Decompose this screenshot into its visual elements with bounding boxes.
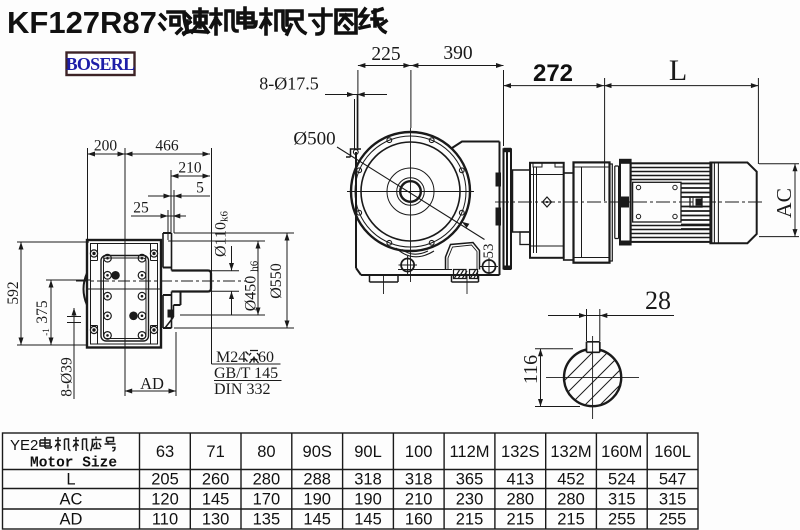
svg-text:170: 170 [253,491,281,509]
svg-text:60: 60 [258,349,274,366]
svg-text:112M: 112M [449,443,489,461]
svg-text:63: 63 [156,443,174,461]
svg-text:255: 255 [608,511,636,529]
svg-text:260: 260 [202,471,230,489]
svg-text:8-Ø17.5: 8-Ø17.5 [259,74,319,94]
svg-text:210: 210 [405,491,433,509]
svg-text:90S: 90S [303,443,332,461]
svg-text:53: 53 [481,244,497,259]
svg-text:205: 205 [151,471,179,489]
svg-text:315: 315 [608,491,636,509]
svg-text:135: 135 [253,511,281,529]
svg-text:190: 190 [354,491,382,509]
svg-text:160: 160 [405,511,433,529]
svg-text:BOSERL: BOSERL [66,54,136,74]
svg-text:280: 280 [253,471,281,489]
svg-text:80: 80 [257,443,275,461]
svg-text:200: 200 [94,138,118,155]
svg-text:190: 190 [303,491,331,509]
svg-text:132S: 132S [501,443,540,461]
svg-text:AC: AC [60,491,83,509]
svg-text:288: 288 [303,471,331,489]
svg-text:280: 280 [557,491,585,509]
svg-text:365: 365 [456,471,484,489]
svg-text:25: 25 [133,200,149,217]
svg-text:Motor Size: Motor Size [30,456,117,472]
svg-text:L: L [669,54,687,87]
svg-text:Ø110k6: Ø110k6 [213,211,231,257]
svg-text:Ø500: Ø500 [293,129,335,150]
svg-text:8-Ø39: 8-Ø39 [59,357,76,397]
svg-text:AC: AC [772,188,796,218]
svg-text:390: 390 [443,43,472,64]
svg-text:KF127R87: KF127R87 [7,5,157,40]
svg-text:71: 71 [206,443,224,461]
svg-text:592: 592 [5,281,22,304]
svg-text:132M: 132M [550,443,591,461]
svg-text:28: 28 [645,286,671,315]
svg-text:130: 130 [202,511,230,529]
svg-text:90L: 90L [354,443,382,461]
svg-text:120: 120 [151,491,179,509]
svg-text:375: 375 [34,300,51,324]
svg-text:230: 230 [456,491,484,509]
svg-text:Ø550: Ø550 [268,263,285,299]
svg-text:160L: 160L [654,443,691,461]
svg-text:110: 110 [152,511,178,529]
svg-text:145: 145 [202,491,230,509]
svg-text:M24: M24 [216,349,246,366]
svg-text:100: 100 [405,443,433,461]
svg-text:524: 524 [608,471,636,489]
svg-text:225: 225 [371,44,400,65]
svg-text:210: 210 [178,160,202,177]
svg-text:DIN 332: DIN 332 [214,381,270,398]
svg-text:315: 315 [659,491,687,509]
svg-text:145: 145 [354,511,382,529]
svg-text:272: 272 [533,60,573,87]
svg-text:215: 215 [507,511,535,529]
svg-text:5: 5 [196,180,204,197]
svg-text:YE2: YE2 [10,437,38,454]
svg-text:L: L [66,471,75,489]
svg-text:318: 318 [405,471,433,489]
svg-text:413: 413 [507,471,535,489]
svg-text:145: 145 [303,511,331,529]
svg-text:280: 280 [507,491,535,509]
svg-text:GB/T 145: GB/T 145 [214,365,278,382]
svg-text:-1: -1 [41,328,51,336]
svg-text:AD: AD [60,511,83,529]
svg-text:AD: AD [140,374,164,393]
svg-text:547: 547 [659,471,687,489]
svg-text:Ø450 h6: Ø450 h6 [243,260,261,311]
svg-text:466: 466 [155,138,179,155]
svg-text:160M: 160M [601,443,642,461]
svg-text:215: 215 [557,511,585,529]
svg-text:318: 318 [354,471,382,489]
svg-text:215: 215 [456,511,484,529]
svg-text:255: 255 [659,511,687,529]
svg-text:116: 116 [520,355,542,384]
svg-text:452: 452 [557,471,585,489]
